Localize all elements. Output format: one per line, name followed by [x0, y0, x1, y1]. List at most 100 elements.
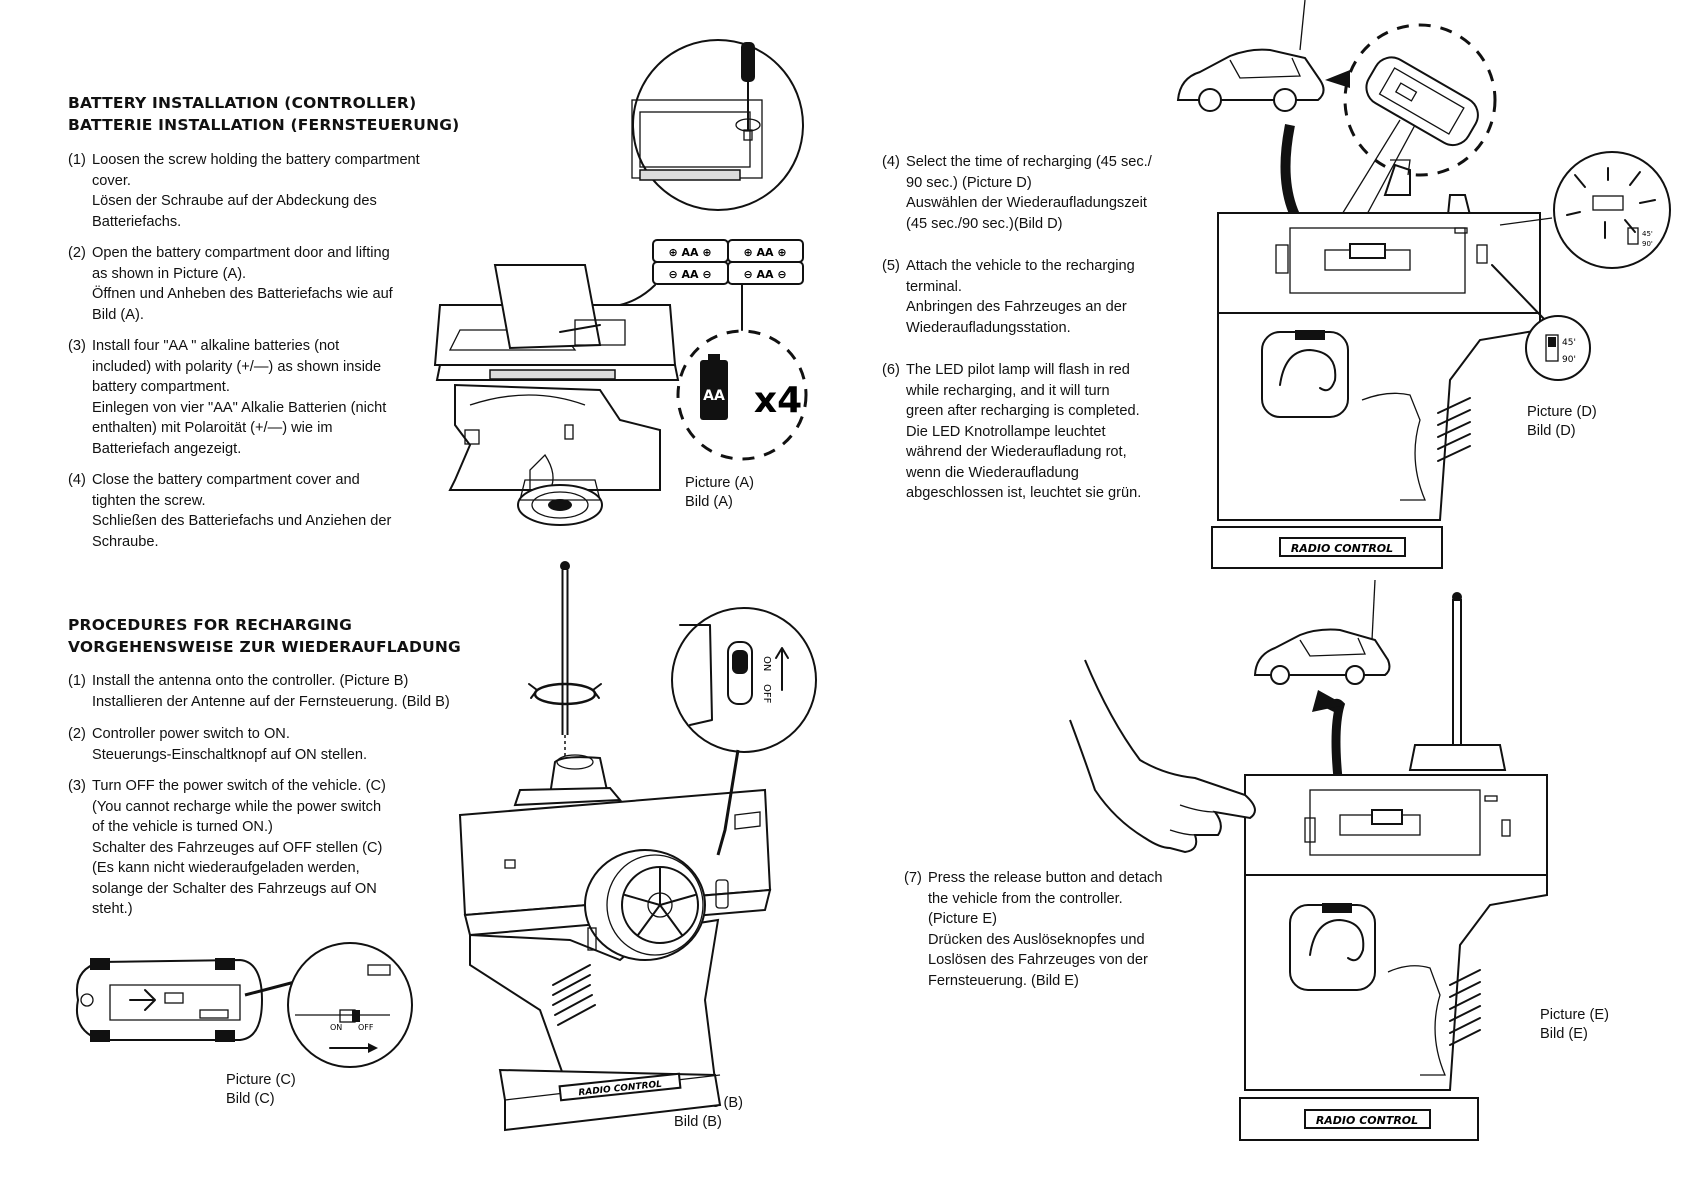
step-line: Batteriefachs.: [92, 213, 182, 230]
step-line: Einlegen von vier "AA" Alkalie Batterien…: [92, 399, 387, 416]
step-line: cover.: [92, 172, 131, 189]
recharging-heading: PROCEDURES FOR RECHARGING VORGEHENSWEISE…: [68, 614, 461, 658]
vehicle-switch-detail: [287, 942, 413, 1068]
step-line: solange der Schalter des Fahrzeugs auf O…: [92, 880, 377, 897]
picture-b-illustration: RADIO CONTROL: [458, 561, 817, 1132]
battery-packs: ⊕ AA ⊕ ⊖ AA ⊖ ⊕ AA ⊕ ⊖ AA ⊖: [619, 239, 804, 331]
power-switch-detail: ON OFF: [671, 607, 817, 856]
antenna: [528, 561, 602, 775]
battery-icon: [700, 360, 728, 420]
step-number: (7): [904, 870, 922, 886]
step-line: Auswählen der Wiederaufladungszeit: [906, 195, 1147, 211]
step-line: terminal.: [906, 278, 962, 295]
caption-picture-a: Picture (A) Bild (A): [685, 474, 754, 512]
caption-line: Bild (A): [685, 494, 733, 510]
caption-line: Picture (E): [1540, 1007, 1609, 1023]
caption-picture-d: Picture (D) Bild (D): [1527, 403, 1597, 441]
car-underside-detail: [1319, 23, 1497, 256]
step-number: (2): [68, 726, 86, 742]
picture-e-illustration: RADIO CONTROL: [1069, 579, 1548, 1141]
battery-count-badge: AA x4: [676, 329, 808, 461]
step-number: (1): [68, 152, 86, 168]
caption-picture-e: Picture (E) Bild (E): [1540, 1006, 1609, 1044]
picture-d-illustration: RADIO CONTROL 45' 90': [1176, 0, 1671, 569]
step-line: Close the battery compartment cover and: [92, 472, 360, 488]
controller-front-e: RADIO CONTROL: [1239, 774, 1548, 1141]
step-line: of the vehicle is turned ON.): [92, 819, 273, 835]
step-number: (3): [68, 338, 86, 354]
switch-on-label-c: ON: [330, 1023, 342, 1032]
step-line: Fernsteuerung. (Bild E): [928, 972, 1079, 989]
step-line: (45 sec./90 sec.)(Bild D): [906, 215, 1063, 232]
switch-on-label-b: ON: [761, 656, 772, 671]
battery-heading-de: BATTERIE INSTALLATION (FERNSTEUERUNG): [68, 116, 460, 134]
step-line: included) with polarity (+/—) as shown i…: [92, 358, 382, 375]
switch-off-label-c: OFF: [358, 1023, 374, 1032]
battery-step-2: (2) Open the battery compartment door an…: [68, 243, 393, 325]
pointing-hand-icon: [1069, 659, 1256, 854]
step-line: Wiederaufladungsstation.: [906, 319, 1071, 336]
svg-text:⊕ AA ⊕: ⊕ AA ⊕: [743, 246, 786, 259]
caption-line: Picture (D): [1527, 404, 1597, 420]
step-line: Schraube.: [92, 533, 159, 550]
step-line: Steuerungs-Einschaltknopf auf ON stellen…: [92, 746, 368, 763]
car-icon: [1253, 628, 1391, 685]
recharging-step-6: (6) The LED pilot lamp will flash in red…: [882, 360, 1141, 504]
step-line: Loslösen des Fahrzeuges von der: [928, 952, 1148, 968]
recharging-step-7: (7) Press the release button and detach …: [904, 868, 1162, 991]
step-line: Schalter des Fahrzeuges auf OFF stellen …: [92, 839, 383, 856]
battery-step-1: (1) Loosen the screw holding the battery…: [68, 150, 420, 232]
step-number: (2): [68, 245, 86, 261]
time-switch-detail: 45' 90': [1491, 264, 1591, 381]
step-line: Controller power switch to ON.: [92, 726, 290, 742]
controller-angled: RADIO CONTROL: [458, 754, 772, 1132]
radio-control-label-e: RADIO CONTROL: [1316, 1114, 1418, 1127]
step-line: (Es kann nicht wiederaufgeladen werden,: [92, 860, 360, 876]
step-line: battery compartment.: [92, 379, 230, 395]
led-flash-detail: 45' 90': [1499, 151, 1671, 269]
caption-line: Picture (A): [685, 475, 754, 491]
step-line: Drücken des Auslöseknopfes und: [928, 931, 1145, 948]
controller-open-door: [433, 264, 680, 526]
step-line: Bild (A).: [92, 306, 144, 323]
step-line: während der Wiederaufladung rot,: [906, 444, 1127, 460]
picture-a-illustration: ⊕ AA ⊕ ⊖ AA ⊖ ⊕ AA ⊕ ⊖ AA ⊖ AA x4: [433, 39, 808, 526]
step-line: enthalten) mit Polaroität (+/—) wie im: [92, 420, 333, 436]
arrow-right-icon: [368, 1043, 378, 1053]
step-number: (4): [882, 154, 900, 170]
step-line: as shown in Picture (A).: [92, 265, 247, 282]
step-line: tighten the screw.: [92, 492, 206, 509]
battery-step-4: (4) Close the battery compartment cover …: [68, 470, 391, 552]
recharging-step-5: (5) Attach the vehicle to the recharging…: [882, 256, 1135, 338]
step-line: Anbringen des Fahrzeuges an der: [906, 299, 1127, 315]
step-line: Schließen des Batteriefachs und Anziehen…: [92, 513, 392, 529]
time-90-label: 90': [1562, 355, 1576, 365]
step-line: Press the release button and detach: [928, 870, 1163, 886]
step-line: Öffnen und Anheben des Batteriefachs wie…: [92, 286, 393, 302]
step-line: Turn OFF the power switch of the vehicle…: [92, 778, 386, 794]
battery-step-3: (3) Install four "AA " alkaline batterie…: [68, 336, 386, 459]
screw-detail-circle: [631, 39, 804, 211]
step-number: (5): [882, 258, 900, 274]
step-line: Lösen der Schraube auf der Abdeckung des: [92, 193, 377, 209]
step-line: abgeschlossen ist, leuchtet sie grün.: [906, 485, 1142, 501]
step-line: while recharging, and it will turn: [906, 382, 1110, 399]
step-line: Batteriefach angezeigt.: [92, 440, 242, 457]
recharging-step-4: (4) Select the time of recharging (45 se…: [882, 152, 1152, 234]
step-number: (6): [882, 362, 900, 378]
screwdriver-icon: [741, 42, 755, 82]
svg-text:⊖ AA ⊖: ⊖ AA ⊖: [743, 268, 786, 281]
step-line: The LED pilot lamp will flash in red: [906, 362, 1130, 378]
recharging-step-3: (3) Turn OFF the power switch of the veh…: [68, 776, 386, 920]
step-line: Install four "AA " alkaline batteries (n…: [92, 338, 340, 354]
step-line: Installieren der Antenne auf der Fernste…: [92, 693, 450, 710]
step-line: Die LED Knotrollampe leuchtet: [906, 423, 1106, 440]
step-line: green after recharging is completed.: [906, 403, 1140, 419]
recharging-step-1: (1) Install the antenna onto the control…: [68, 671, 450, 712]
battery-aa-label: AA: [703, 388, 725, 404]
recharging-heading-en: PROCEDURES FOR RECHARGING: [68, 616, 353, 634]
step-line: Select the time of recharging (45 sec./: [906, 154, 1152, 170]
step-line: steht.): [92, 901, 133, 917]
switch-off-label-b: OFF: [761, 684, 772, 704]
